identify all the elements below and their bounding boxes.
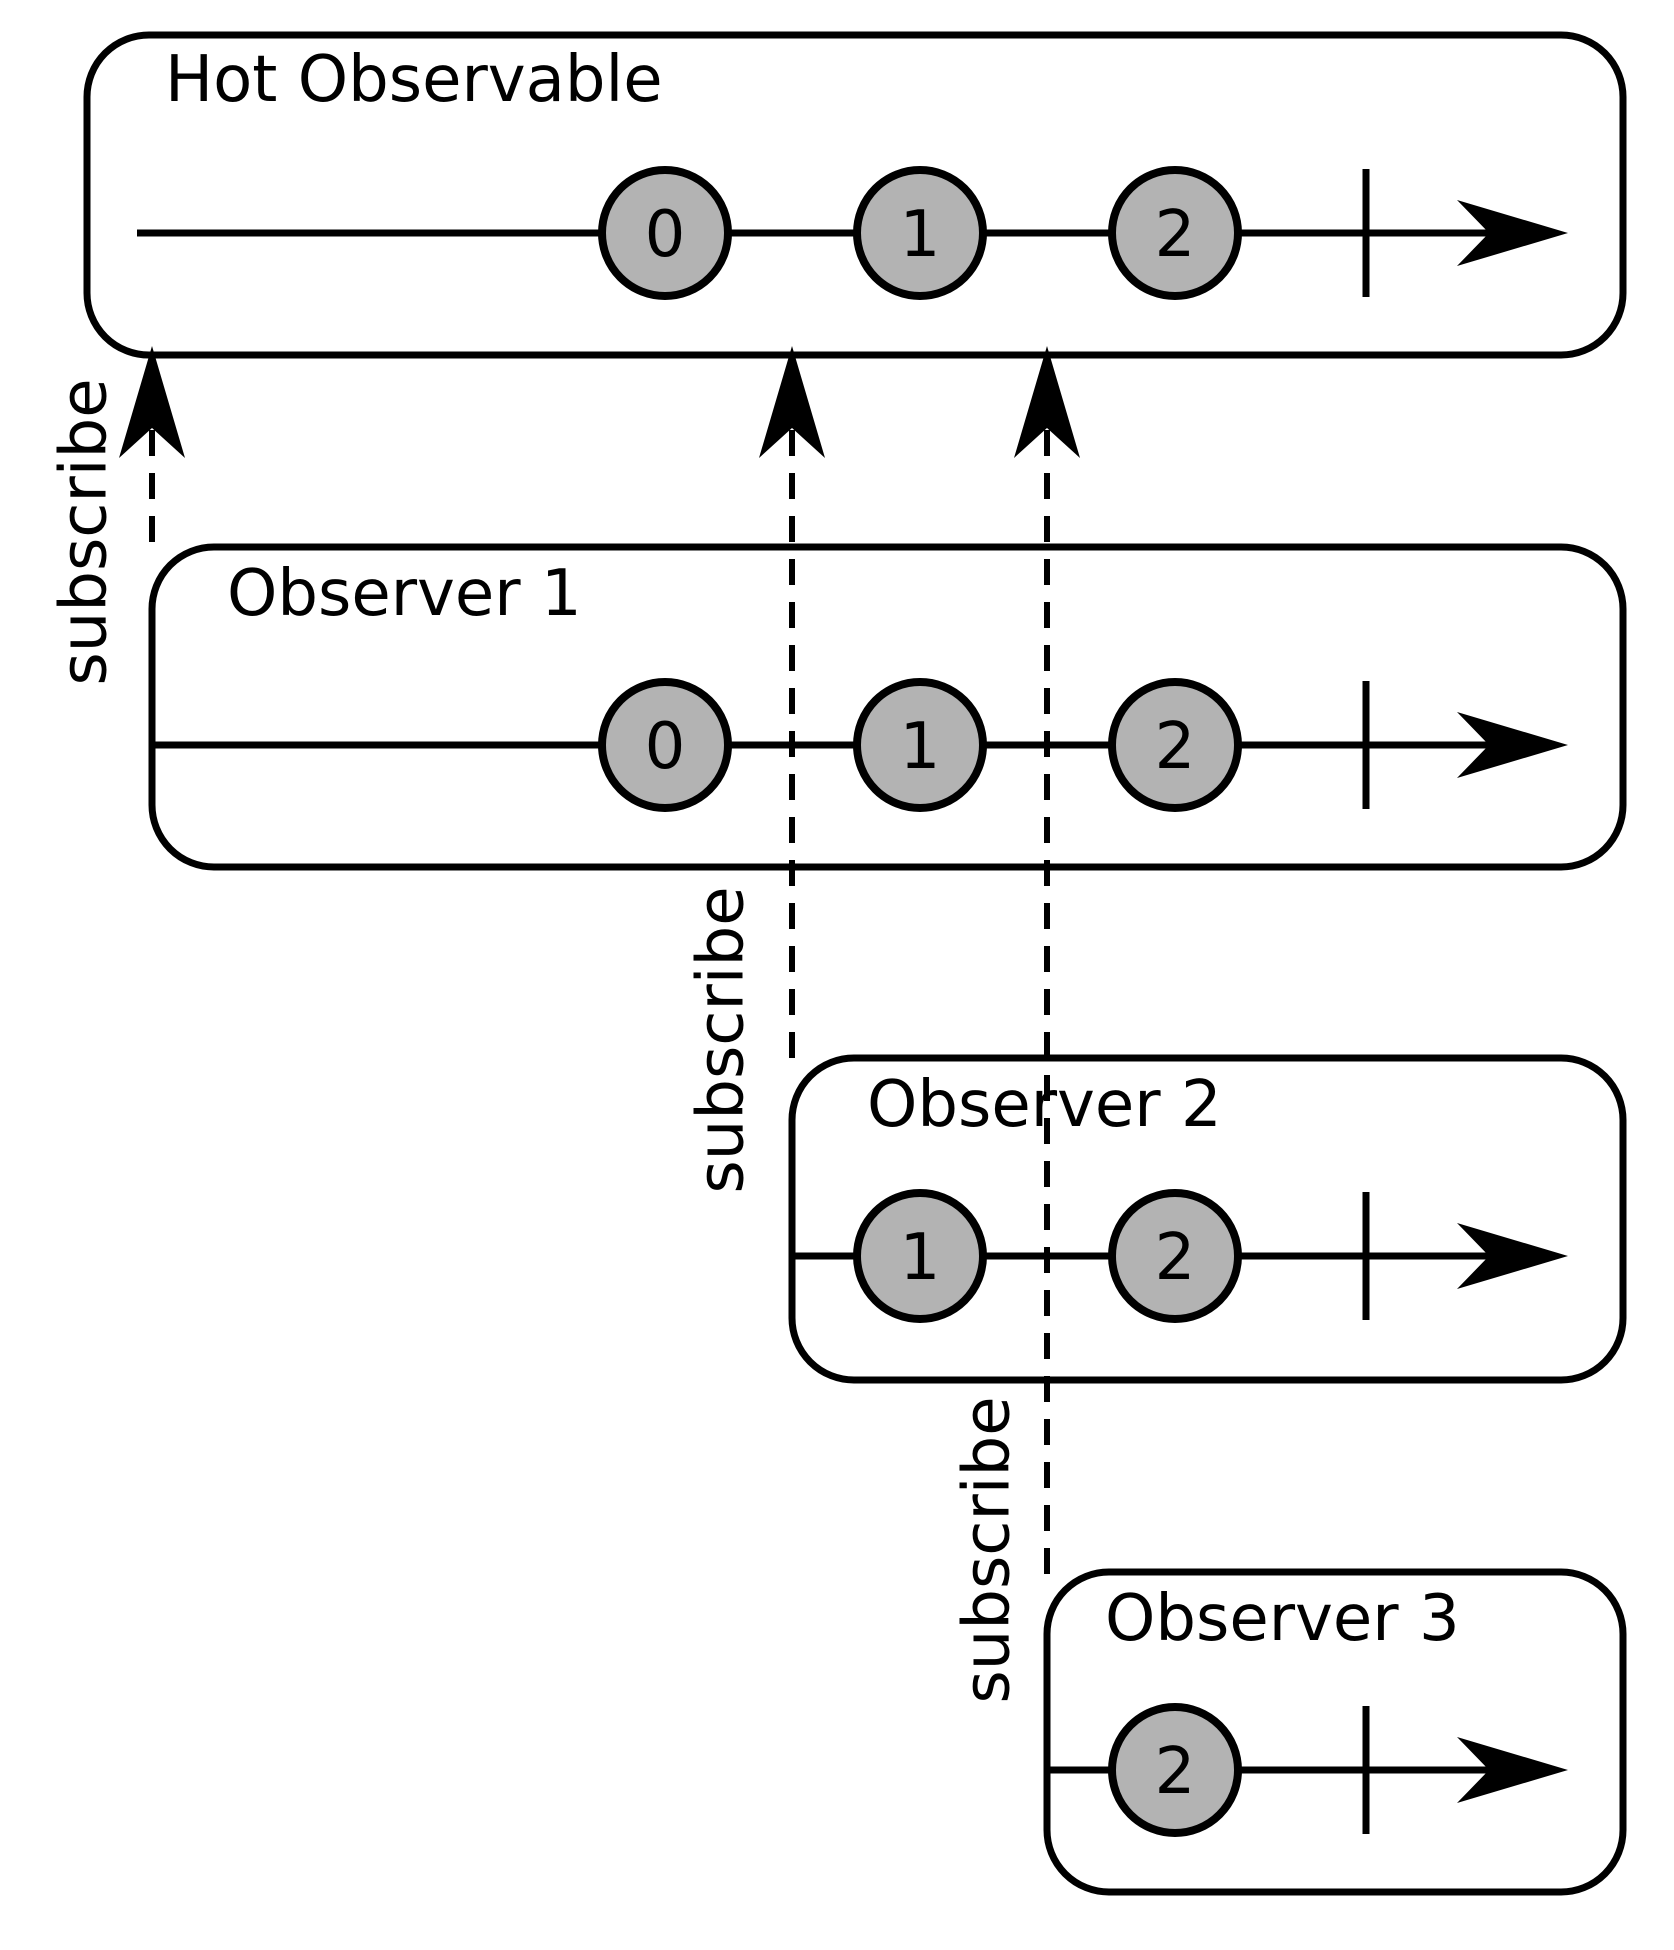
event-circle (1108, 1189, 1242, 1323)
event-circle (853, 166, 987, 300)
lane-title: Hot Observable (165, 43, 663, 117)
lane-observer-3: Observer 3 2 (1043, 1568, 1627, 1896)
subscribe-arrow-1: subscribe (47, 346, 185, 686)
lane-observer-2: Observer 2 1 2 (788, 1054, 1627, 1384)
event-circle (1108, 1703, 1242, 1837)
hot-observable-box (83, 31, 1627, 359)
subscribe-label: subscribe (684, 886, 758, 1193)
event-marble: 0 (598, 166, 732, 300)
timeline-arrowhead (1457, 712, 1568, 778)
event-label: 1 (900, 198, 941, 272)
event-marble: 2 (1108, 1189, 1242, 1323)
event-circle (1108, 678, 1242, 812)
event-label: 1 (900, 1221, 941, 1295)
event-marble: 2 (1108, 1703, 1242, 1837)
lane-hot-observable: Hot Observable 0 1 2 (83, 31, 1627, 359)
event-circle (598, 166, 732, 300)
event-circle (598, 678, 732, 812)
timeline-arrowhead (1457, 1223, 1568, 1289)
timeline-arrowhead (1457, 200, 1568, 266)
event-marble: 2 (1108, 678, 1242, 812)
event-marble: 1 (853, 1189, 987, 1323)
event-label: 0 (645, 198, 686, 272)
event-circle (853, 678, 987, 812)
event-label: 2 (1155, 1735, 1196, 1809)
subscribe-label: subscribe (47, 378, 121, 685)
lane-observer-1: Observer 1 0 1 2 (148, 543, 1627, 871)
event-label: 2 (1155, 1221, 1196, 1295)
event-label: 1 (900, 710, 941, 784)
subscribe-arrow-2: subscribe (684, 346, 825, 1194)
event-label: 0 (645, 710, 686, 784)
event-label: 2 (1155, 198, 1196, 272)
event-label: 2 (1155, 710, 1196, 784)
event-circle (853, 1189, 987, 1323)
event-marble: 1 (853, 166, 987, 300)
lane-title: Observer 1 (227, 557, 582, 631)
subscribe-arrowhead (759, 346, 825, 458)
event-marble: 1 (853, 678, 987, 812)
subscribe-arrow-3: subscribe (950, 346, 1080, 1704)
event-marble: 0 (598, 678, 732, 812)
subscribe-arrowhead (119, 346, 185, 458)
subscribe-arrowhead (1014, 346, 1080, 458)
timeline-arrowhead (1457, 1737, 1568, 1803)
event-marble: 2 (1108, 166, 1242, 300)
event-circle (1108, 166, 1242, 300)
subscribe-label: subscribe (950, 1396, 1024, 1703)
lane-title: Observer 3 (1105, 1582, 1460, 1656)
